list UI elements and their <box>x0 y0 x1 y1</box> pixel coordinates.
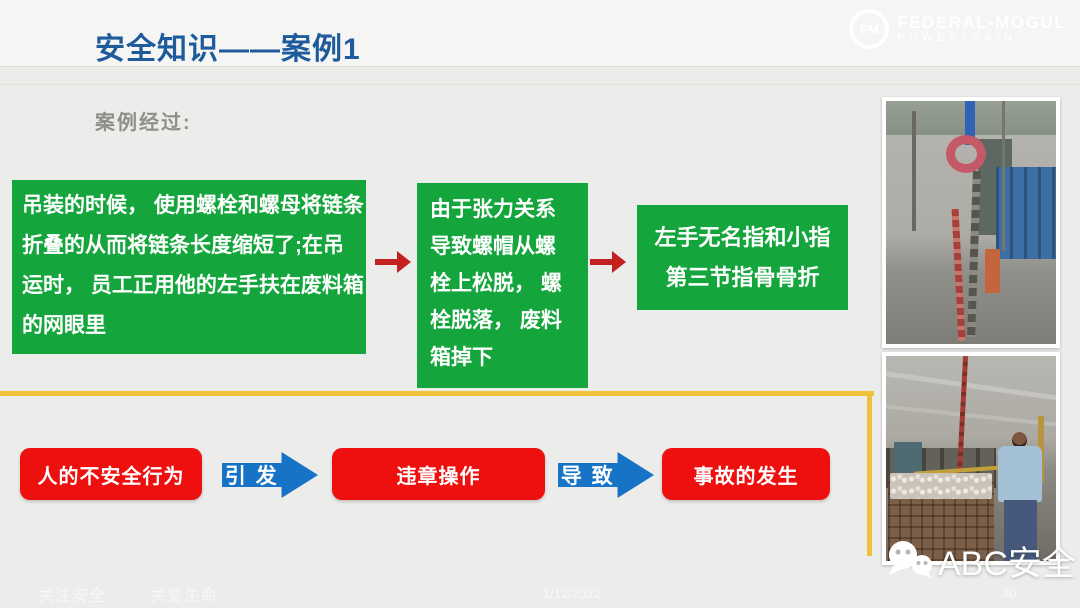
right-arrow-icon <box>590 251 626 273</box>
federal-mogul-logo: FM FEDERAL-MOGUL POWERTRAIN <box>849 9 1066 49</box>
photo-lifting-ring <box>946 135 986 173</box>
footer-page-number: 40 <box>1002 586 1017 601</box>
photo-worker-shirt <box>998 446 1042 502</box>
section-label: 案例经过: <box>95 112 192 134</box>
causal-arrow-trigger: 引 发 <box>222 452 318 498</box>
photo-metal-parts <box>890 473 992 499</box>
photo-blue-machine <box>996 167 1056 259</box>
photo-cable <box>1002 101 1005 251</box>
causal-arrow-label: 引 发 <box>224 465 279 488</box>
photo-blue-strap <box>965 101 975 145</box>
page-title: 安全知识——案例1 <box>95 33 361 66</box>
photo-worker-basket <box>882 352 1060 565</box>
causal-box-violation: 违章操作 <box>332 448 545 500</box>
divider-vertical <box>867 391 872 556</box>
right-arrow-icon <box>375 251 411 273</box>
footer-date: 1/12/2022 <box>543 586 601 601</box>
photo-pipe <box>912 111 916 231</box>
wechat-icon <box>889 540 932 579</box>
watermark-label: ABC安全 <box>938 545 1076 583</box>
header-band <box>0 0 1080 67</box>
watermark: ABC安全 <box>886 536 1076 585</box>
photo-worker-head <box>1012 432 1027 448</box>
logo-text: FEDERAL-MOGUL POWERTRAIN <box>897 12 1066 45</box>
flow-box-result: 左手无名指和小指 第三节指骨骨折 <box>637 205 848 310</box>
causal-box-unsafe-behavior: 人的不安全行为 <box>20 448 202 500</box>
photo-pendant-control <box>985 249 1000 293</box>
header-divider <box>0 84 1080 85</box>
fm-monogram: FM <box>859 21 879 37</box>
fm-circle-icon: FM <box>849 9 890 49</box>
causal-arrow-lead: 导 致 <box>558 452 654 498</box>
flow-box-event: 由于张力关系 导致螺帽从螺 栓上松脱， 螺 栓脱落， 废料 箱掉下 <box>417 183 588 388</box>
causal-arrow-label: 导 致 <box>560 465 615 488</box>
divider-horizontal <box>0 391 874 396</box>
photo-chain-hoist <box>882 97 1060 348</box>
logo-line2: POWERTRAIN <box>897 31 1017 44</box>
photo-worker-jeans <box>1004 500 1037 561</box>
logo-line1: FEDERAL-MOGUL <box>897 12 1066 32</box>
footer-slogan-1: 关注安全 <box>38 588 107 605</box>
causal-box-accident: 事故的发生 <box>662 448 830 500</box>
footer-slogan-2: 关爱生命 <box>150 588 219 605</box>
flow-box-cause: 吊装的时候， 使用螺栓和螺母将链条 折叠的从而将链条长度缩短了;在吊 运时， 员… <box>12 180 366 354</box>
